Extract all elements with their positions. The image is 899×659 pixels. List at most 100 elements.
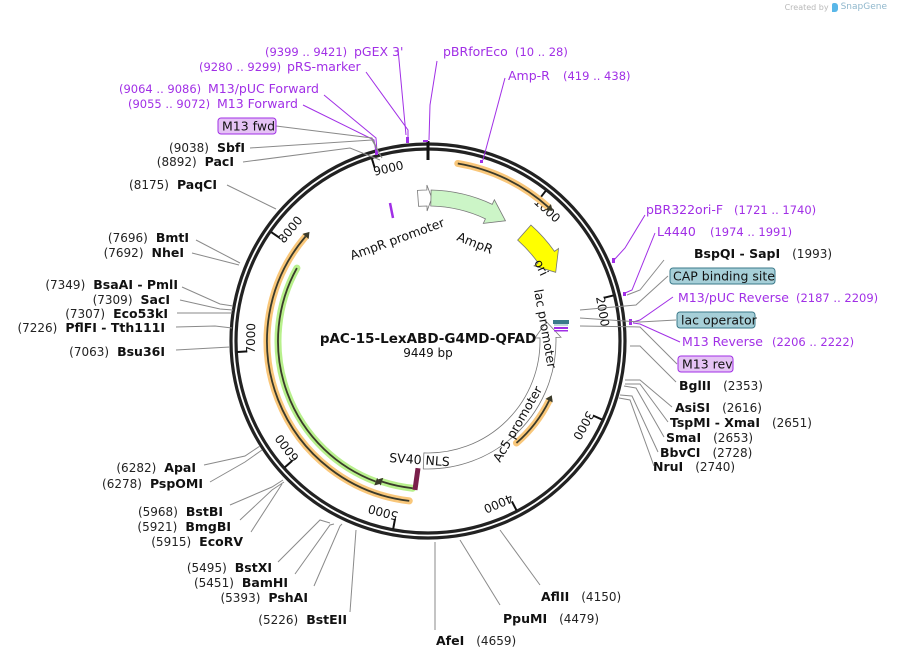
enzyme-site-label: PshAI(5393) bbox=[220, 590, 308, 605]
enzyme-name: BsaAI - PmlI bbox=[93, 277, 178, 292]
enzyme-name: AsiSI bbox=[675, 400, 710, 415]
leader-line bbox=[623, 385, 665, 438]
leader-line bbox=[349, 529, 357, 613]
tick-mark bbox=[370, 158, 376, 169]
leader-line bbox=[579, 325, 678, 365]
primer-m13-puc-reverse-range: (2187 .. 2209) bbox=[796, 291, 878, 305]
tick-mark bbox=[510, 500, 518, 511]
tick-label: 4000 bbox=[482, 491, 516, 516]
primer-m13-reverse-name: M13 Reverse bbox=[682, 334, 763, 349]
enzyme-labels-right: BspQI - SapI(1993)BglII(2353)AsiSI(2616)… bbox=[653, 246, 832, 474]
enzyme-position: (5226) bbox=[258, 613, 298, 627]
feature-arrows bbox=[417, 184, 562, 470]
enzyme-name: SmaI bbox=[666, 430, 701, 445]
enzyme-site-label: Bsu36I(7063) bbox=[69, 344, 165, 359]
lac-operator-mark bbox=[554, 324, 568, 326]
enzyme-position: (8175) bbox=[129, 178, 169, 192]
primer-site-mark bbox=[623, 292, 626, 296]
enzyme-site-label: BbvCI(2728) bbox=[660, 445, 752, 460]
primer-prs-marker-range: (9280 .. 9299) bbox=[199, 60, 281, 74]
enzyme-name: NruI bbox=[653, 459, 683, 474]
snapgene-watermark: Created by SnapGene bbox=[785, 2, 887, 12]
leader-line bbox=[625, 383, 669, 423]
enzyme-position: (1993) bbox=[792, 247, 832, 261]
leader-line bbox=[175, 346, 231, 351]
enzyme-position: (4150) bbox=[581, 590, 621, 604]
enzyme-position: (7349) bbox=[45, 278, 85, 292]
plasmid-name: pAC-15-LexABD-G4MD-QFAD bbox=[320, 331, 536, 347]
enzyme-name: PacI bbox=[205, 154, 234, 169]
leader-line bbox=[175, 325, 233, 329]
orf-arrowhead bbox=[545, 204, 553, 212]
leader-line bbox=[626, 259, 665, 296]
boxed-label-lac-operator: lac operator bbox=[676, 311, 758, 329]
enzyme-position: (5968) bbox=[138, 505, 178, 519]
enzyme-site-label: AfeI(4659) bbox=[436, 633, 516, 648]
enzyme-name: BmtI bbox=[156, 230, 189, 245]
leader-lines bbox=[175, 48, 681, 630]
enzyme-position: (2740) bbox=[695, 460, 735, 474]
leader-line bbox=[482, 77, 506, 161]
feature-label-ampr: AmpR bbox=[455, 229, 496, 257]
enzyme-site-label: PaqCI(8175) bbox=[129, 177, 217, 192]
enzyme-labels-left: SbfI(9038)PacI(8892)PaqCI(8175)BmtI(7696… bbox=[17, 140, 347, 627]
primer-amp-r-range: (419 .. 438) bbox=[563, 69, 631, 83]
leader-line bbox=[242, 147, 381, 163]
enzyme-name: PspOMI bbox=[150, 476, 203, 491]
enzyme-position: (5915) bbox=[151, 535, 191, 549]
leader-line bbox=[630, 345, 677, 383]
primer-amp-r-name: Amp-R bbox=[508, 68, 550, 83]
enzyme-site-label: PpuMI(4479) bbox=[503, 611, 599, 626]
snapgene-logo-icon bbox=[831, 2, 838, 12]
enzyme-site-label: BmgBI (5921) bbox=[137, 519, 231, 534]
ac5-promoter-arrow bbox=[422, 321, 562, 470]
primer-l4440-name: L4440 bbox=[657, 224, 696, 239]
primer-site-mark bbox=[388, 202, 395, 219]
primer-m13-reverse-range: (2206 .. 2222) bbox=[772, 335, 854, 349]
tick-mark bbox=[237, 350, 248, 354]
primer-site-mark bbox=[423, 140, 428, 142]
enzyme-name: BamHI bbox=[242, 575, 288, 590]
enzyme-name: BmgBI bbox=[185, 519, 231, 534]
orf-arrow bbox=[277, 267, 377, 483]
primer-prs-marker-name: pRS-marker bbox=[287, 59, 362, 74]
enzyme-site-label: BstXI(5495) bbox=[187, 560, 272, 575]
enzyme-name: AflII bbox=[541, 589, 569, 604]
enzyme-position: (5393) bbox=[220, 591, 260, 605]
tick-label: 7000 bbox=[244, 323, 258, 354]
feature-label-ampr-promoter: AmpR promoter bbox=[348, 214, 447, 262]
enzyme-position: (7063) bbox=[69, 345, 109, 359]
enzyme-position: (5921) bbox=[137, 520, 177, 534]
leader-line bbox=[249, 139, 383, 159]
enzyme-position: (5495) bbox=[187, 561, 227, 575]
svg-text:M13 rev: M13 rev bbox=[682, 357, 733, 372]
enzyme-site-label: SbfI(9038) bbox=[169, 140, 245, 155]
svg-text:lac operator: lac operator bbox=[681, 313, 758, 328]
tick-mark bbox=[392, 518, 397, 529]
boxed-feature-labels: M13 fwd CAP binding site lac operator M1… bbox=[217, 117, 776, 373]
ampr-arrow bbox=[430, 189, 507, 224]
enzyme-site-label: PspOMI(6278) bbox=[102, 476, 203, 491]
leader-line bbox=[625, 379, 673, 408]
primer-l4440-range: (1974 .. 1991) bbox=[710, 225, 792, 239]
primer-m13-forward-range: (9055 .. 9072) bbox=[128, 97, 210, 111]
orf-arrow bbox=[457, 162, 549, 208]
primer-site-mark bbox=[480, 160, 483, 163]
enzyme-site-label: PflFI - Tth111I(7226) bbox=[17, 320, 165, 335]
leader-line bbox=[428, 60, 438, 141]
orf-arrow bbox=[515, 400, 550, 444]
ampr-promoter-arrow bbox=[417, 184, 433, 212]
enzyme-site-label: NheI(7692) bbox=[104, 245, 184, 260]
watermark-brand: SnapGene bbox=[840, 2, 887, 12]
leader-line bbox=[323, 94, 378, 153]
enzyme-site-label: SmaI(2653) bbox=[666, 430, 753, 445]
leader-line bbox=[229, 479, 284, 506]
orf-arrowhead bbox=[302, 231, 310, 240]
tick-mark bbox=[284, 459, 293, 469]
enzyme-site-label: PacI(8892) bbox=[157, 154, 234, 169]
enzyme-position: (2728) bbox=[712, 446, 752, 460]
leader-line bbox=[618, 397, 655, 467]
enzyme-name: BstBI bbox=[186, 504, 223, 519]
svg-text:CAP binding site: CAP binding site bbox=[673, 269, 775, 284]
leader-line bbox=[195, 239, 241, 264]
